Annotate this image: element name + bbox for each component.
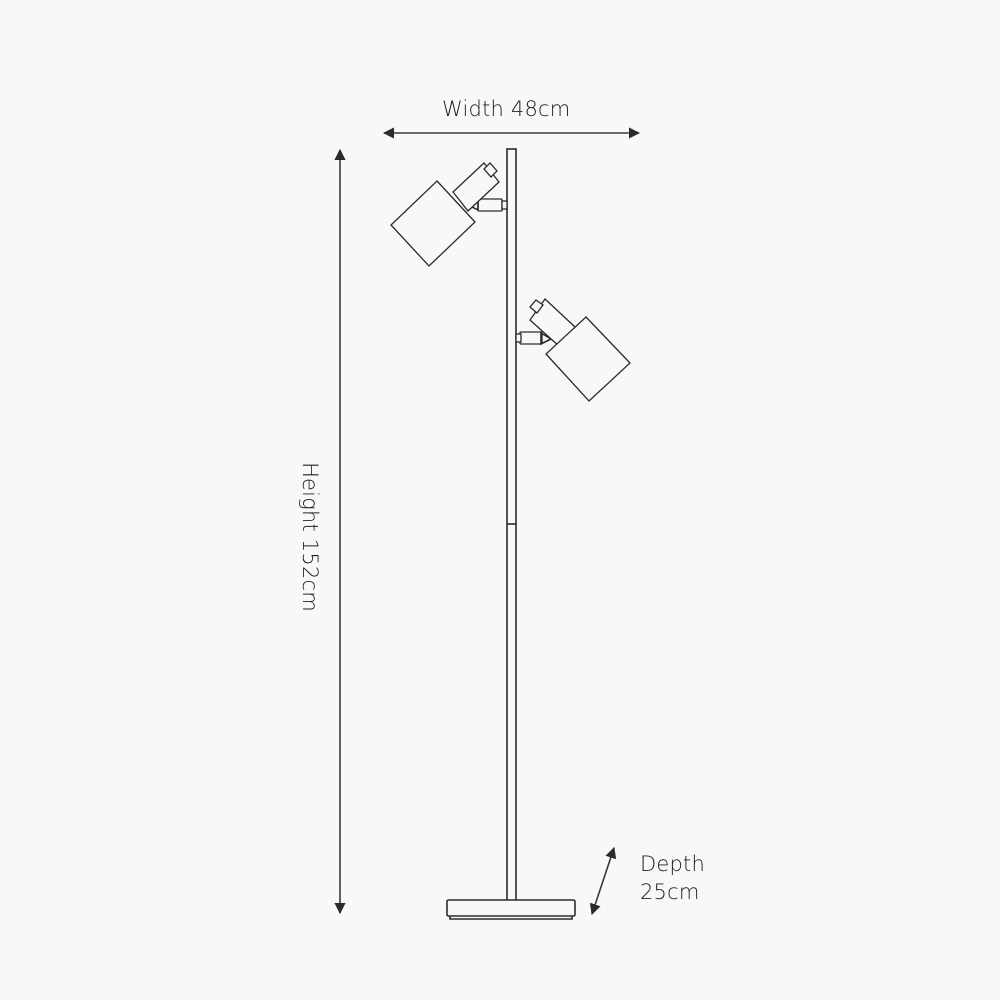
lamp-pole [506, 148, 517, 902]
depth-label-value: 25cm [640, 880, 700, 904]
depth-dimension-label: Depth 25cm [640, 850, 705, 906]
height-dimension-label: Height 152cm [298, 462, 322, 612]
depth-arrow-icon [589, 846, 617, 916]
lamp-base [446, 899, 576, 920]
lower-lamp-head [515, 298, 631, 402]
upper-lamp-head [390, 162, 508, 267]
width-dimension-label: Width 48cm [442, 97, 571, 121]
depth-label-title: Depth [640, 852, 705, 876]
